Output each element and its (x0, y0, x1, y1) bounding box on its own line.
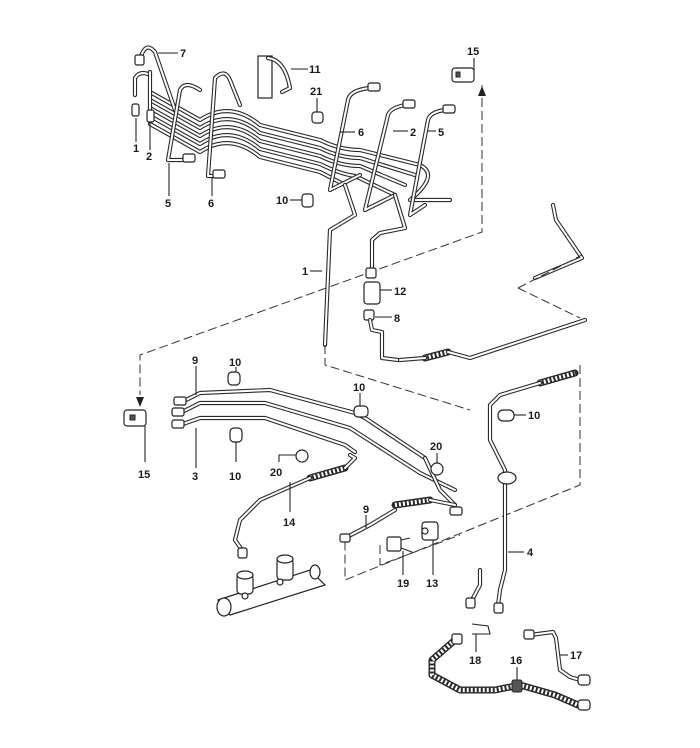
callout-16: 16 (510, 655, 522, 667)
part-15-distributor-bottom (123, 409, 147, 427)
callout-21: 21 (310, 86, 322, 98)
part-8-line (363, 309, 588, 363)
reference-line-top (139, 85, 483, 395)
part-11-line-holder (257, 55, 293, 99)
callout-2-left: 2 (146, 151, 152, 163)
middle-lines (177, 387, 458, 508)
callout-20-left: 20 (270, 467, 282, 479)
arrow-up-icon (478, 86, 486, 96)
part-18-clip (471, 623, 491, 635)
callout-5-right: 5 (438, 127, 444, 139)
part-13-grommet (421, 521, 439, 541)
part-14-line (232, 452, 358, 559)
upper-fittings (131, 54, 456, 179)
callout-10-c: 10 (353, 382, 365, 394)
callout-9-top: 9 (192, 355, 198, 367)
callout-14: 14 (283, 517, 296, 529)
callout-labels: 7 11 21 15 1 2 5 6 6 2 5 10 1 12 8 9 10 … (133, 46, 582, 667)
callout-13: 13 (426, 578, 438, 590)
callout-9-bottom: 9 (363, 504, 369, 516)
callout-3: 3 (192, 471, 198, 483)
callout-6-right: 6 (358, 127, 364, 139)
part-19-holder (386, 536, 413, 553)
middle-fittings (171, 396, 463, 516)
callout-10-top: 10 (276, 195, 288, 207)
callout-6-left: 6 (208, 198, 214, 210)
callout-7: 7 (180, 48, 186, 60)
part-9-lower-line (339, 496, 458, 543)
callout-17: 17 (570, 650, 582, 662)
part-20-grommet-right (430, 462, 444, 476)
part-10-clip-a (227, 371, 241, 386)
part-10-clip-b (229, 427, 243, 443)
callout-15-top: 15 (467, 46, 479, 58)
callout-4: 4 (527, 547, 534, 559)
callout-11: 11 (309, 64, 321, 76)
part-16-brake-hose (428, 633, 591, 711)
part-10-clip-right (497, 409, 515, 422)
part-10-clip-c (353, 405, 369, 418)
callout-15-bottom: 15 (138, 469, 150, 481)
part-17-line (523, 629, 591, 686)
part-4-lines (465, 369, 579, 614)
callout-10-a: 10 (229, 357, 241, 369)
callout-19: 19 (397, 578, 409, 590)
callout-1-left: 1 (133, 143, 139, 155)
part-10-clip-top (301, 193, 314, 208)
reference-line-right (344, 365, 581, 581)
callout-8: 8 (394, 313, 400, 325)
callout-10-right: 10 (528, 410, 540, 422)
arrow-down-icon (136, 397, 144, 407)
leader-lines (135, 52, 568, 680)
callout-18: 18 (469, 655, 481, 667)
callout-2-right: 2 (410, 127, 416, 139)
callout-1-mid: 1 (302, 266, 308, 278)
master-cylinder (216, 554, 327, 617)
part-21-clip (311, 111, 324, 124)
part-12-regulator (363, 267, 381, 305)
right-upper-line (517, 202, 585, 319)
upper-right-branches (322, 85, 448, 348)
callout-20-right: 20 (430, 441, 442, 453)
callout-10-b: 10 (229, 471, 241, 483)
part-20-grommet-left (295, 449, 309, 463)
callout-5-left: 5 (165, 198, 171, 210)
reference-line-mid (324, 345, 471, 411)
callout-12: 12 (394, 286, 406, 298)
reference-line-19 (379, 534, 461, 566)
part-15-distributor-top (451, 67, 475, 83)
